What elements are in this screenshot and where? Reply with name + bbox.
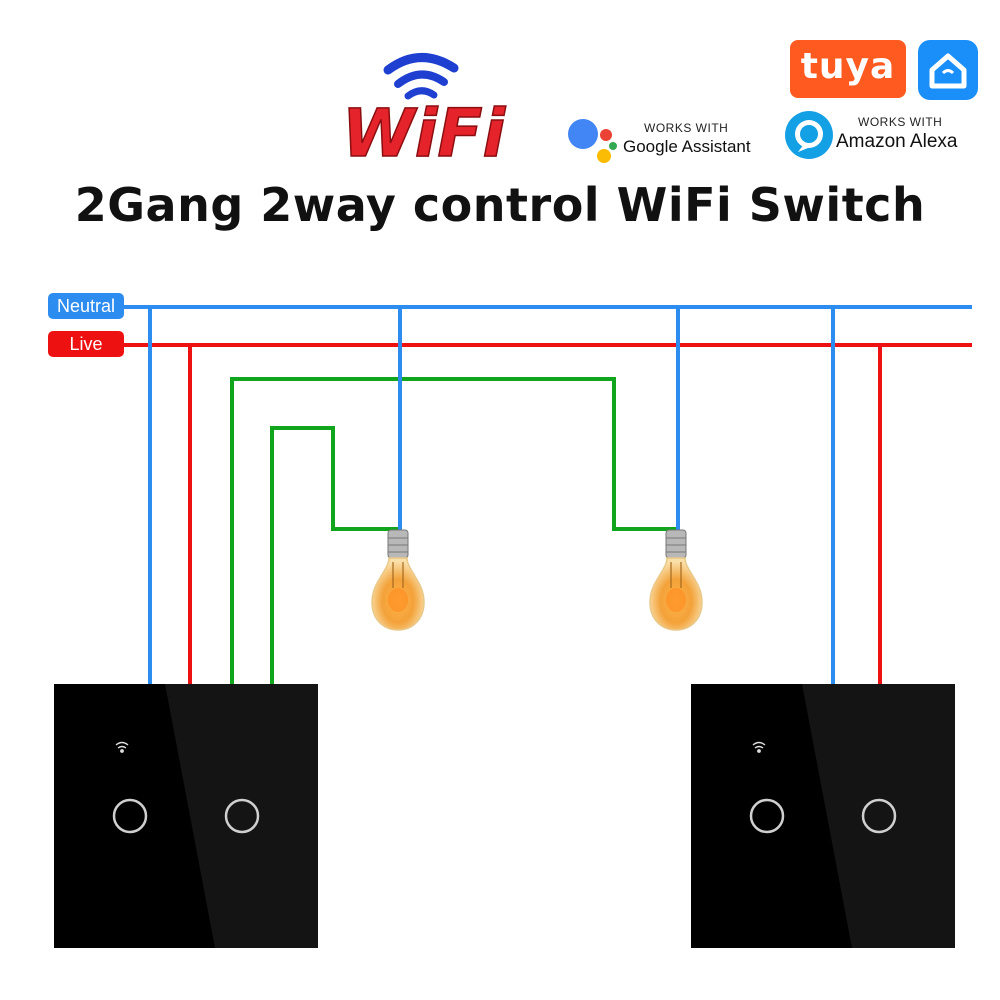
wifi-waves-icon <box>383 53 459 100</box>
alexa-icon <box>785 111 833 159</box>
gang-1-touch-button[interactable] <box>112 798 148 834</box>
alexa-works-with-label: WORKS WITH <box>858 115 943 129</box>
tuya-logo: tuya <box>790 40 906 98</box>
load-wire-bulb-2 <box>230 377 678 684</box>
google-assistant-icon <box>568 119 617 163</box>
left-switch-panel <box>54 684 318 948</box>
gang-2-touch-button[interactable] <box>224 798 260 834</box>
gang-1-touch-button[interactable] <box>749 798 785 834</box>
page-title: 2Gang 2way control WiFi Switch <box>74 178 926 232</box>
neutral-wire-label: Neutral <box>48 293 124 319</box>
light-bulb-icon <box>371 529 425 631</box>
right-switch-panel <box>691 684 955 948</box>
wifi-indicator-icon <box>115 741 129 753</box>
wifi-logo: WiFi <box>341 53 507 168</box>
live-wire-label: Live <box>48 331 124 357</box>
smart-life-app-icon <box>918 40 978 100</box>
light-bulb-icon <box>649 529 703 631</box>
amazon-alexa-label: Amazon Alexa <box>836 131 958 152</box>
google-works-with-label: WORKS WITH <box>644 121 729 135</box>
wifi-indicator-icon <box>752 741 766 753</box>
google-assistant-label: Google Assistant <box>623 137 751 156</box>
tuya-logo-text: tuya <box>800 45 896 87</box>
wifi-logo-text: WiFi <box>342 95 507 168</box>
gang-2-touch-button[interactable] <box>861 798 897 834</box>
load-wire-bulb-1 <box>270 426 398 684</box>
